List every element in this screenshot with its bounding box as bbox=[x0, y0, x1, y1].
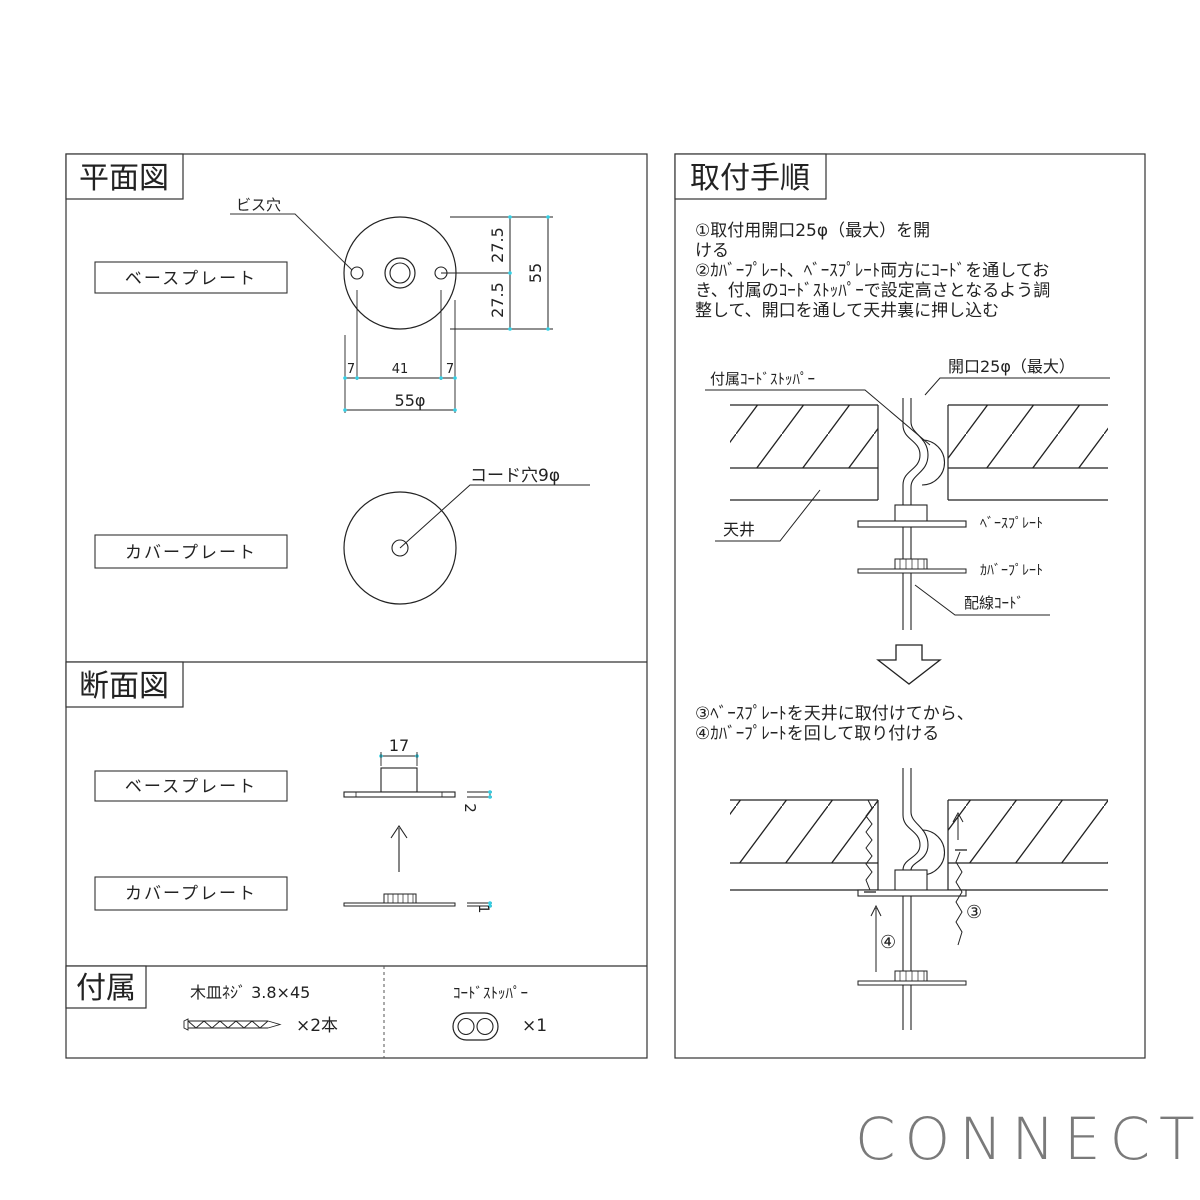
plan-cover-label-box bbox=[94, 534, 288, 569]
cord-assembly-2 bbox=[857, 768, 967, 1030]
dim-mid: 41 bbox=[392, 362, 409, 377]
step4: ④ｶﾊﾞｰﾌﾟﾚｰﾄを回して取り付ける bbox=[695, 724, 939, 744]
brand-logo: CONNECT bbox=[855, 1105, 1200, 1173]
section-base-label: ベースプレート bbox=[125, 777, 257, 797]
plan-vertical-dimensions: 27.5 27.5 55 bbox=[450, 215, 553, 331]
cover-plate-section bbox=[343, 893, 492, 908]
step3: ③ﾍﾞｰｽﾌﾟﾚｰﾄを天井に取付けてから、 bbox=[695, 704, 974, 724]
ceiling-section-2 bbox=[730, 799, 1108, 891]
screw-hole-label: ビス穴 bbox=[236, 196, 281, 214]
screw-qty: ×2本 bbox=[296, 1016, 338, 1036]
accessories-title: 付属 bbox=[76, 971, 136, 1006]
screw-hole-leader bbox=[230, 213, 353, 271]
cord-leader bbox=[914, 584, 1050, 616]
step2-line2: き、付属のｺｰﾄﾞｽﾄｯﾊﾟｰで設定高さとなるよう調 bbox=[695, 281, 1050, 301]
ceiling-label: 天井 bbox=[723, 520, 755, 539]
plan-horizontal-dimensions: 7 41 7 55φ bbox=[343, 290, 457, 413]
procedure-title: 取付手順 bbox=[690, 161, 810, 196]
base-plate-plan bbox=[343, 216, 510, 330]
step2-line1: ②ｶﾊﾞｰﾌﾟﾚｰﾄ、ﾍﾞｰｽﾌﾟﾚｰﾄ両方にｺｰﾄﾞを通してお bbox=[695, 261, 1049, 281]
plan-title-tab: 平面図 bbox=[65, 153, 184, 200]
cover-plate-plan bbox=[343, 484, 590, 605]
dim-top: 27.5 bbox=[488, 227, 507, 263]
cord-hole-label: コード穴9φ bbox=[470, 466, 560, 486]
wood-screw-icon bbox=[183, 1018, 282, 1031]
stopper-callout-label: 付属ｺｰﾄﾞｽﾄｯﾊﾟｰ bbox=[710, 370, 815, 388]
dim-cover-thick: 1 bbox=[475, 905, 491, 914]
screw-left-icon bbox=[864, 799, 876, 893]
section-title: 断面図 bbox=[79, 669, 169, 704]
dim-boss: 17 bbox=[389, 736, 409, 755]
dim-total: 55 bbox=[526, 263, 545, 283]
stopper-qty: ×1 bbox=[522, 1016, 547, 1036]
section-cover-label: カバープレート bbox=[125, 884, 257, 904]
arrow-up-3-icon bbox=[952, 811, 964, 840]
plan-title: 平面図 bbox=[79, 161, 169, 196]
arrow-up-4-icon bbox=[870, 904, 882, 972]
section-arrow-up-icon bbox=[390, 825, 408, 872]
dim-diameter: 55φ bbox=[395, 391, 426, 410]
screw-right-icon bbox=[955, 849, 967, 946]
cord-assembly-1 bbox=[857, 398, 967, 630]
plan-base-label: ベースプレート bbox=[125, 269, 257, 289]
accessories-title-tab: 付属 bbox=[65, 965, 147, 1009]
cord-stopper-icon bbox=[452, 1012, 499, 1041]
cord-label: 配線ｺｰﾄﾞ bbox=[964, 594, 1024, 612]
section-title-tab: 断面図 bbox=[65, 661, 184, 708]
step2-line3: 整して、開口を通して天井裏に押し込む bbox=[695, 300, 999, 321]
dim-left: 7 bbox=[347, 362, 355, 377]
mark-3: ③ bbox=[966, 902, 982, 923]
base-plate-section bbox=[343, 752, 492, 799]
section-base-label-box bbox=[94, 770, 288, 802]
section-cover-label-box bbox=[94, 876, 288, 911]
dim-bottom: 27.5 bbox=[488, 282, 507, 318]
ceiling-section-1 bbox=[730, 404, 1108, 501]
step1-line2: ける bbox=[695, 241, 729, 261]
right-panel-frame bbox=[674, 153, 1146, 1059]
dim-right: 7 bbox=[446, 362, 454, 377]
left-panel-frame bbox=[65, 153, 648, 1059]
diagram-cover-label: ｶﾊﾞｰﾌﾟﾚｰﾄ bbox=[980, 563, 1043, 579]
mark-4: ④ bbox=[880, 932, 896, 953]
procedure-title-tab: 取付手順 bbox=[674, 153, 827, 200]
opening-label: 開口25φ（最大） bbox=[948, 357, 1075, 376]
ceiling-leader bbox=[715, 489, 821, 542]
dim-base-thick: 2 bbox=[461, 803, 479, 813]
stopper-callout-leader bbox=[705, 389, 931, 446]
plan-cover-label: カバープレート bbox=[125, 543, 257, 563]
down-arrow-icon bbox=[876, 644, 942, 685]
screw-label: 木皿ﾈｼﾞ 3.8×45 bbox=[190, 983, 310, 1002]
diagram-base-label: ﾍﾞｰｽﾌﾟﾚｰﾄ bbox=[980, 516, 1043, 532]
opening-leader bbox=[924, 377, 1110, 396]
step1-line1: ①取付用開口25φ（最大）を開 bbox=[695, 221, 930, 241]
stopper-label: ｺｰﾄﾞｽﾄｯﾊﾟｰ bbox=[453, 984, 528, 1002]
plan-base-label-box bbox=[94, 261, 288, 294]
